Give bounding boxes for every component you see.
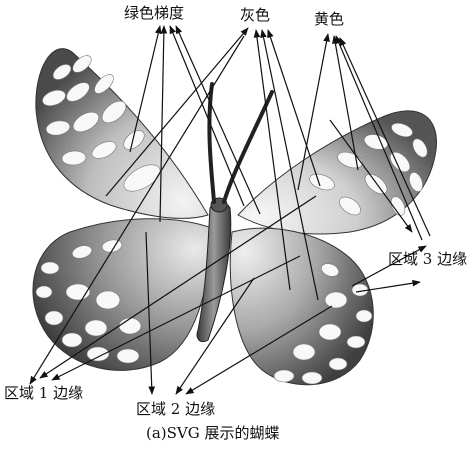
upper-left-wing bbox=[36, 49, 208, 219]
lower-right-wing bbox=[230, 228, 373, 385]
label-gray: 灰色 bbox=[240, 6, 270, 24]
lower-left-wing bbox=[33, 219, 212, 371]
figure-caption: (a)SVG 展示的蝴蝶 bbox=[146, 424, 280, 442]
antennae bbox=[209, 84, 272, 202]
label-region1-edge: 区域 1 边缘 bbox=[4, 384, 83, 402]
label-region3-edge: 区域 3 边缘 bbox=[388, 250, 467, 268]
label-green-gradient: 绿色梯度 bbox=[124, 4, 184, 22]
label-region2-edge: 区域 2 边缘 bbox=[136, 400, 215, 418]
label-yellow: 黄色 bbox=[314, 10, 344, 28]
